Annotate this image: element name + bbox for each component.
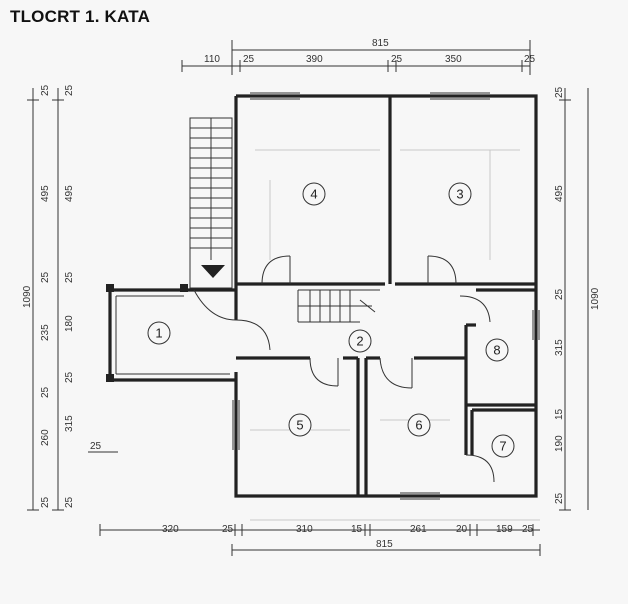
balcony-post-icon	[106, 374, 114, 382]
dim-left-outer-7: 25	[40, 496, 51, 508]
room-2-label: 2	[356, 334, 363, 349]
dim-side-note: 25	[90, 441, 102, 452]
dim-bottom-seg-6: 20	[456, 524, 468, 535]
dim-bottom-seg-2: 25	[222, 524, 234, 535]
room-3-circle	[448, 182, 472, 206]
dim-left-inner-1: 25	[64, 84, 75, 96]
room-4-circle	[302, 182, 326, 206]
dim-top-seg-4: 25	[391, 54, 403, 65]
dim-right-1: 25	[554, 86, 565, 98]
dim-top-seg-1: 110	[204, 54, 220, 65]
dim-right-6: 190	[554, 435, 565, 452]
balcony-post-icon	[180, 284, 188, 292]
room-4-label: 4	[310, 187, 317, 202]
page-title: TLOCRT 1. KATA	[10, 7, 151, 26]
dim-left-inner-5: 25	[64, 371, 75, 383]
dim-left-outer-1: 25	[40, 84, 51, 96]
dim-right-total: 1090	[590, 287, 601, 310]
room-markers: 1 2 3 4 5 6 7 8	[147, 182, 515, 458]
dim-bottom-seg-1: 320	[162, 524, 179, 535]
dim-left-inner-labels: 25 495 25 180 25 315 25	[64, 84, 75, 508]
dim-top-total: 815	[372, 38, 389, 49]
walls	[106, 94, 538, 498]
dim-right-5: 15	[554, 408, 565, 420]
dim-left-outer-3: 25	[40, 271, 51, 283]
dim-right-3: 25	[554, 288, 565, 300]
dim-right-4: 315	[554, 339, 565, 356]
dim-top-seg-3: 390	[306, 54, 323, 65]
dim-left-outer-2: 495	[40, 185, 51, 202]
exterior-staircase	[189, 117, 233, 289]
dim-bottom-total: 815	[376, 539, 393, 550]
background-ghost-lines	[250, 149, 540, 521]
room-7-circle	[491, 434, 515, 458]
dim-left-inner-3: 25	[64, 271, 75, 283]
dim-bottom-seg-4: 15	[351, 524, 363, 535]
room-6-circle	[407, 413, 431, 437]
dim-bottom-seg-7: 159	[496, 524, 513, 535]
dim-left-inner-2: 495	[64, 185, 75, 202]
room-5-circle	[288, 413, 312, 437]
dim-left-inner-7: 25	[64, 496, 75, 508]
balcony-post-icon	[106, 284, 114, 292]
dim-bottom-seg-8: 25	[522, 524, 534, 535]
dim-bottom-seg-5: 261	[410, 524, 427, 535]
room-5-label: 5	[296, 418, 303, 433]
room-8-circle	[485, 338, 509, 362]
dim-right-labels: 25 495 25 315 15 190 25	[554, 86, 565, 504]
dim-left-inner-4: 180	[64, 315, 75, 332]
dim-left-outer-5: 25	[40, 386, 51, 398]
dim-top-seg-2: 25	[243, 54, 255, 65]
dim-right-2: 495	[554, 185, 565, 202]
dim-left-outer-4: 235	[40, 324, 51, 341]
room-2-circle	[348, 329, 372, 353]
interior-staircase	[298, 290, 376, 322]
dim-right-7: 25	[554, 492, 565, 504]
dim-left-outer-6: 260	[40, 429, 51, 446]
room-8-label: 8	[493, 343, 500, 358]
room-7-label: 7	[499, 439, 506, 454]
windows	[232, 92, 540, 500]
dim-top-seg-6: 25	[524, 54, 536, 65]
room-1-label: 1	[155, 326, 162, 341]
dim-left-total: 1090	[22, 285, 33, 308]
stair-direction-arrow-icon	[201, 265, 225, 278]
room-6-label: 6	[415, 418, 422, 433]
room-1-circle	[147, 321, 171, 345]
dim-top-seg-5: 350	[445, 54, 462, 65]
dim-left-inner-6: 315	[64, 415, 75, 432]
dim-left-outer-labels: 25 495 25 235 25 260 25	[40, 84, 51, 508]
room-3-label: 3	[456, 187, 463, 202]
dim-bottom-seg-3: 310	[296, 524, 313, 535]
doors	[193, 255, 495, 483]
dimension-lines: 815 110 25 390 25 350 25 320 25	[22, 38, 601, 556]
